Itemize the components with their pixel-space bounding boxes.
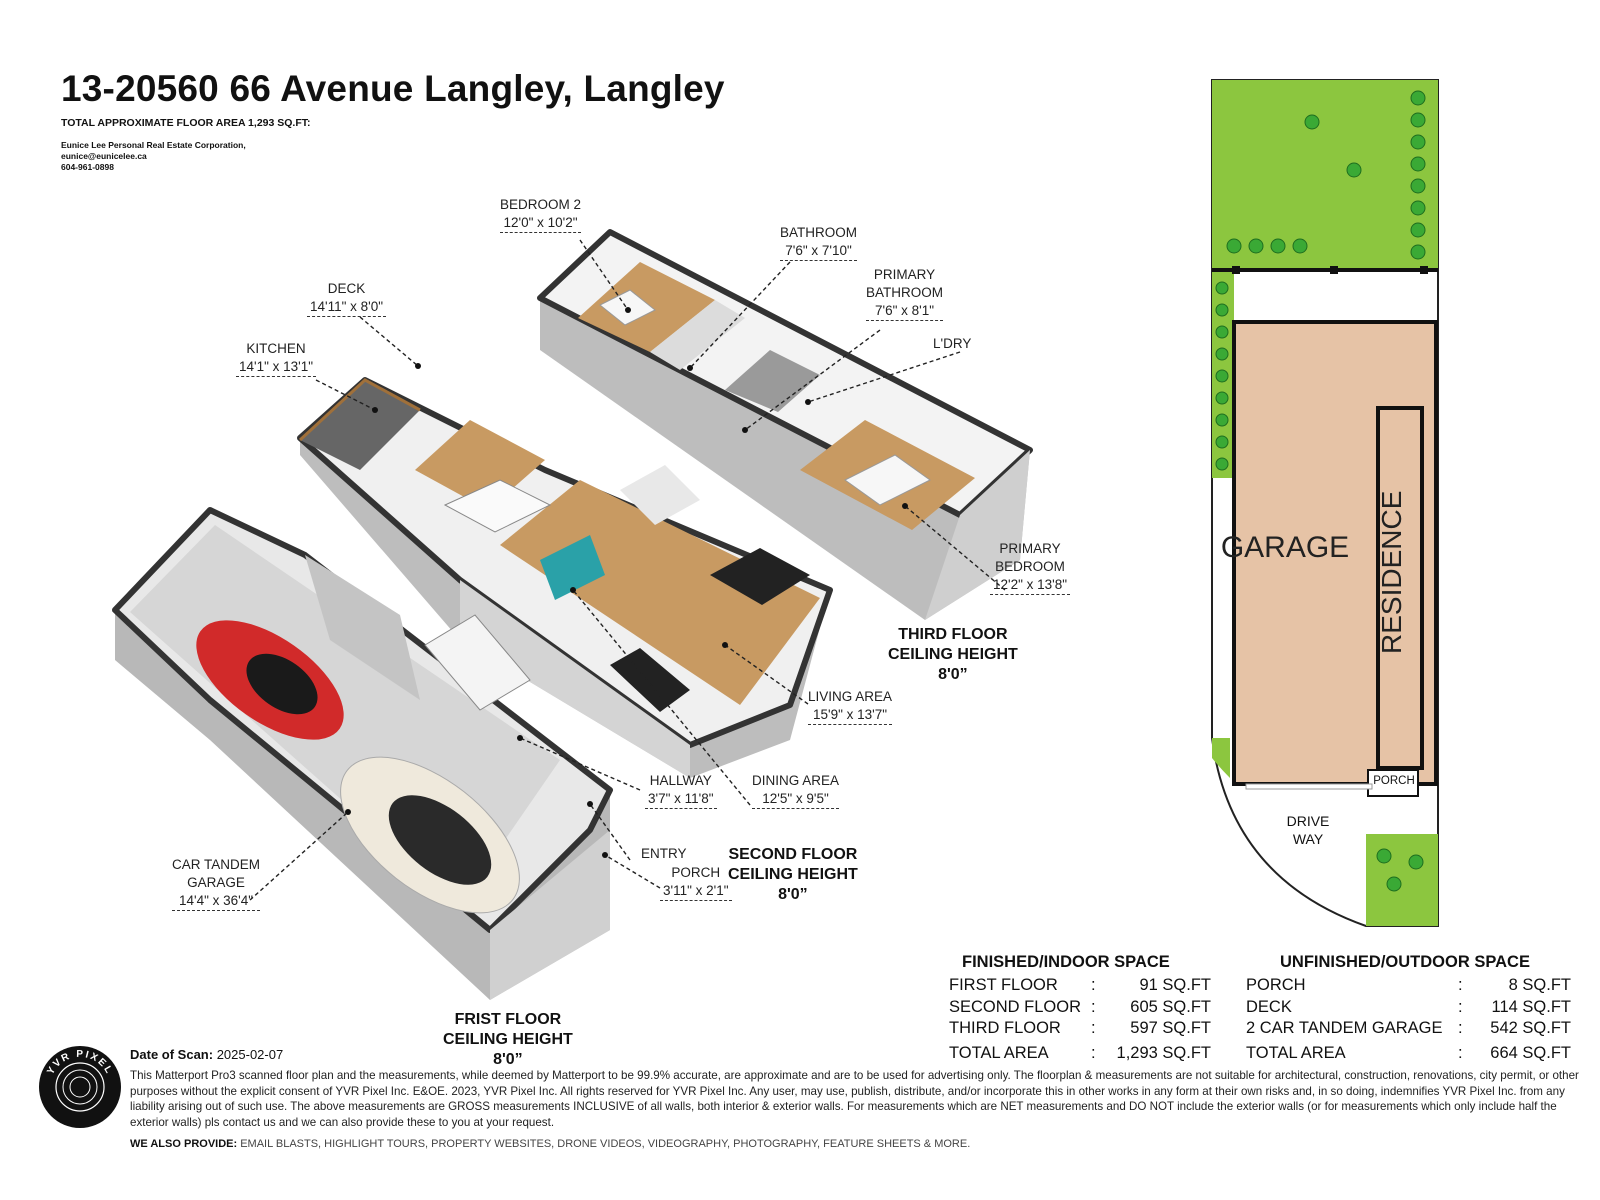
label-laundry: L'DRY: [933, 336, 972, 351]
caption-third-floor: THIRD FLOOR CEILING HEIGHT 8'0”: [888, 626, 1018, 683]
residence-building: [1376, 406, 1424, 770]
label-dining-area: DINING AREA 12'5" x 9'5": [752, 772, 840, 809]
area-sep: :: [1091, 997, 1096, 1016]
area-table-row: TOTAL AREA: 664 SQ.FT: [1246, 1044, 1571, 1064]
area-value: 542 SQ.FT: [1490, 1019, 1571, 1037]
yvr-pixel-logo: YVR PIXEL: [39, 1046, 121, 1128]
caption-first-floor: FRIST FLOOR CEILING HEIGHT 8'0”: [443, 1011, 573, 1068]
label-car-tandem-garage: CAR TANDEM GARAGE 14'4" x 36'4": [172, 856, 261, 911]
label-porch: PORCH 3'11" x 2'1": [660, 864, 732, 901]
area-label: FIRST FLOOR: [949, 976, 1058, 994]
agent-email: eunice@eunicelee.ca: [61, 151, 147, 161]
site-residence-label: RESIDENCE: [1376, 490, 1407, 654]
area-table-row: TOTAL AREA: 1,293 SQ.FT: [949, 1044, 1211, 1064]
area-table-row: 2 CAR TANDEM GARAGE: 542 SQ.FT: [1246, 1019, 1571, 1039]
agent-phone: 604-961-0898: [61, 162, 114, 172]
services-line: WE ALSO PROVIDE: EMAIL BLASTS, HIGHLIGHT…: [130, 1138, 971, 1150]
total-area-subtitle: TOTAL APPROXIMATE FLOOR AREA 1,293 SQ.FT…: [61, 117, 311, 129]
area-label: SECOND FLOOR: [949, 997, 1082, 1016]
second-floor-model: [297, 377, 833, 778]
area-label: THIRD FLOOR: [949, 1019, 1061, 1037]
area-label: TOTAL AREA: [1246, 1043, 1346, 1062]
area-value: 114 SQ.FT: [1491, 997, 1571, 1016]
area-sep: :: [1091, 1019, 1096, 1037]
area-value: 605 SQ.FT: [1130, 997, 1211, 1016]
finished-space-header: FINISHED/INDOOR SPACE: [962, 953, 1170, 971]
area-value: 1,293 SQ.FT: [1116, 1043, 1211, 1062]
label-deck: DECK 14'11" x 8'0": [307, 280, 387, 317]
area-table-row: DECK: 114 SQ.FT: [1246, 998, 1571, 1018]
unfinished-space-header: UNFINISHED/OUTDOOR SPACE: [1280, 953, 1530, 971]
first-floor-model: [112, 507, 613, 1000]
backyard-lawn: [1212, 80, 1438, 270]
agent-contact: Eunice Lee Personal Real Estate Corporat…: [61, 140, 246, 173]
area-table-row: THIRD FLOOR: 597 SQ.FT: [949, 1019, 1211, 1039]
label-entry: ENTRY: [641, 846, 687, 861]
area-sep: :: [1458, 1019, 1463, 1037]
area-value: 91 SQ.FT: [1139, 976, 1211, 994]
site-porch-label: PORCH: [1373, 775, 1415, 787]
site-driveway-label: DRIVE WAY: [1286, 813, 1330, 847]
area-value: 664 SQ.FT: [1490, 1043, 1571, 1062]
area-table-row: PORCH: 8 SQ.FT: [1246, 976, 1571, 996]
label-primary-bedroom: PRIMARY BEDROOM 12'2" x 13'8": [990, 540, 1071, 595]
area-value: 597 SQ.FT: [1130, 1019, 1211, 1037]
label-bathroom: BATHROOM 7'6" x 7'10": [780, 224, 857, 261]
area-sep: :: [1091, 976, 1096, 994]
area-label: PORCH: [1246, 976, 1306, 994]
area-sep: :: [1458, 976, 1463, 994]
disclaimer: This Matterport Pro3 scanned floor plan …: [130, 1069, 1579, 1129]
finished-space-table: FIRST FLOOR: 91 SQ.FT SECOND FLOOR: 605 SQ.…: [949, 976, 1211, 1066]
area-sep: :: [1458, 1043, 1463, 1062]
area-label: TOTAL AREA: [949, 1043, 1049, 1062]
caption-second-floor: SECOND FLOOR CEILING HEIGHT 8'0”: [728, 846, 858, 903]
third-floor-model: [537, 229, 1033, 620]
page-title: 13-20560 66 Avenue Langley, Langley: [61, 68, 725, 109]
area-value: 8 SQ.FT: [1508, 976, 1571, 994]
label-bedroom-2: BEDROOM 2 12'0" x 10'2": [500, 196, 582, 233]
agent-company: Eunice Lee Personal Real Estate Corporat…: [61, 140, 246, 150]
area-label: 2 CAR TANDEM GARAGE: [1246, 1019, 1443, 1037]
area-label: DECK: [1246, 997, 1292, 1016]
label-hallway: HALLWAY 3'7" x 11'8": [645, 772, 717, 809]
label-kitchen: KITCHEN 14'1" x 13'1": [236, 340, 317, 377]
area-table-row: FIRST FLOOR: 91 SQ.FT: [949, 976, 1211, 996]
label-living-area: LIVING AREA 15'9" x 13'7": [808, 688, 893, 725]
trees: [1215, 90, 1426, 892]
area-table-row: SECOND FLOOR: 605 SQ.FT: [949, 998, 1211, 1018]
unfinished-space-table: PORCH: 8 SQ.FT DECK: 114 SQ.FT 2 CAR TANDEM …: [1246, 976, 1571, 1066]
area-sep: :: [1091, 1043, 1096, 1062]
site-plan: [1211, 79, 1439, 927]
area-sep: :: [1458, 997, 1463, 1016]
label-primary-bathroom: PRIMARY BATHROOM 7'6" x 8'1": [866, 266, 943, 321]
site-garage-label: GARAGE: [1220, 531, 1350, 564]
scan-date: Date of Scan: 2025-02-07: [130, 1047, 284, 1062]
